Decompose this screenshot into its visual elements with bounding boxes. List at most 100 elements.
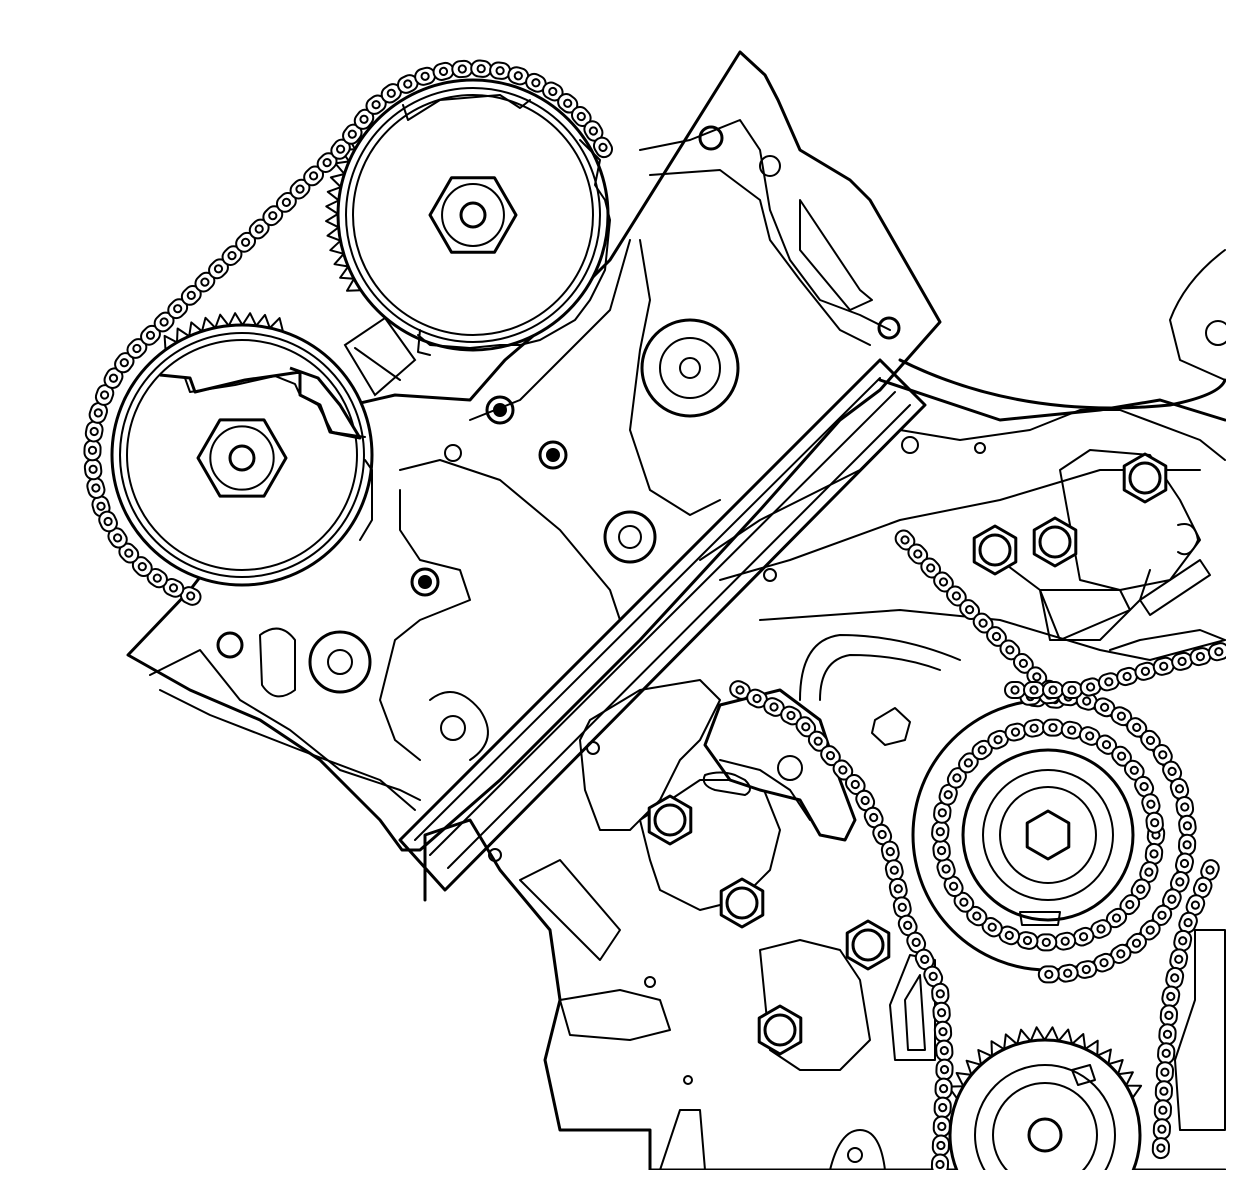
chain-pin <box>108 373 119 383</box>
chain-pin <box>936 1140 946 1151</box>
chain-pin <box>938 1027 948 1037</box>
chain-link <box>83 439 102 462</box>
chain-link <box>934 1077 953 1100</box>
chain-link <box>1155 1061 1175 1084</box>
chain-pin <box>1180 802 1190 812</box>
chain-pin <box>137 561 147 572</box>
chain-link <box>194 271 216 293</box>
chain-link <box>807 730 829 752</box>
chain-pin <box>838 765 848 775</box>
chain-pin <box>1177 656 1187 667</box>
chain-pin <box>903 920 913 931</box>
chain-pin <box>1116 949 1126 959</box>
chain-link <box>1161 985 1181 1008</box>
chain-link <box>932 1001 951 1024</box>
chain-link <box>931 820 950 843</box>
chain-link <box>153 311 175 333</box>
chain-pin <box>897 902 907 912</box>
chain-pin <box>937 808 947 818</box>
chain-link <box>1175 796 1195 818</box>
chain-link <box>1023 681 1045 699</box>
chain-link <box>248 218 270 240</box>
chain-pin <box>124 548 134 558</box>
chain-pin <box>132 343 142 354</box>
chain-link <box>1145 811 1164 834</box>
chain-link <box>1169 948 1189 971</box>
chain-pin <box>1164 1010 1174 1021</box>
chain-pin <box>1010 685 1020 695</box>
chain-link <box>592 136 614 159</box>
chain-pin <box>309 171 319 181</box>
chain-pin <box>972 911 982 921</box>
chain-pin <box>1140 666 1151 676</box>
chain-pin <box>1157 910 1167 920</box>
chain-pin <box>752 693 762 704</box>
crank-timing-chain-inner <box>931 718 1166 952</box>
sprocket-hubs <box>196 176 1071 861</box>
chain-pin <box>935 827 945 837</box>
chain-pin <box>926 563 936 573</box>
chain-pin <box>186 591 196 601</box>
chain-pin <box>786 710 796 721</box>
chain-pin <box>952 773 962 783</box>
chain-pin <box>563 98 573 108</box>
chain-link <box>999 639 1021 661</box>
chain-pin <box>936 845 947 856</box>
chain-link <box>933 1020 953 1043</box>
chain-pin <box>495 66 505 76</box>
chain-link <box>946 767 967 789</box>
chain-pin <box>735 685 745 695</box>
chain-link <box>1152 656 1175 676</box>
chain-pin <box>1159 1086 1169 1096</box>
chain-link <box>1192 876 1213 899</box>
chain-pin <box>322 158 332 168</box>
chain-pin <box>1182 840 1192 850</box>
bolt <box>1122 452 1168 504</box>
chain-link <box>946 585 967 607</box>
bottom-margin <box>0 1170 1239 1183</box>
chain-pin <box>1167 894 1177 904</box>
chain-link <box>1152 1118 1172 1141</box>
chain-pin <box>1158 1105 1168 1115</box>
chain-pin <box>1156 1143 1166 1153</box>
chain-pin <box>963 758 974 768</box>
chain-pin <box>825 750 836 761</box>
chain-pin <box>1099 702 1110 712</box>
chain-link <box>897 914 918 937</box>
chain-pin <box>200 277 210 287</box>
lower-sprocket <box>947 1026 1143 1183</box>
chain-pin <box>938 1083 949 1094</box>
chain-pin <box>1205 865 1215 875</box>
chain-pin <box>93 408 103 418</box>
chain-pin <box>1129 765 1139 775</box>
chain-pin <box>213 264 224 274</box>
cam-timing-chain <box>83 59 614 518</box>
chain-link <box>880 840 900 863</box>
chain-tensioner <box>702 688 911 842</box>
chain-pin <box>89 426 99 437</box>
chain-pin <box>1063 968 1073 978</box>
crank-timing-chain-outer <box>894 529 1197 984</box>
chain-pin <box>885 846 895 857</box>
hub-nut <box>196 418 288 498</box>
chain-link <box>1042 718 1064 737</box>
chain-pin <box>159 317 169 327</box>
chain-link <box>330 138 351 160</box>
chain-link <box>83 458 103 481</box>
chain-pin <box>476 64 486 74</box>
chain-pin <box>1122 671 1132 682</box>
chain-pin <box>403 79 413 89</box>
chain-pin <box>173 304 183 314</box>
chain-link <box>470 59 493 78</box>
chain-link <box>888 877 908 900</box>
chain-pin <box>1085 731 1095 741</box>
sprocket-teeth <box>325 136 364 292</box>
chain-link <box>931 1134 950 1157</box>
chain-pin <box>1149 849 1159 859</box>
chain-pin <box>913 549 923 559</box>
chain-pin <box>813 736 823 746</box>
bolt <box>647 794 693 846</box>
chain-pin <box>935 989 945 999</box>
chain-pin <box>978 618 988 628</box>
